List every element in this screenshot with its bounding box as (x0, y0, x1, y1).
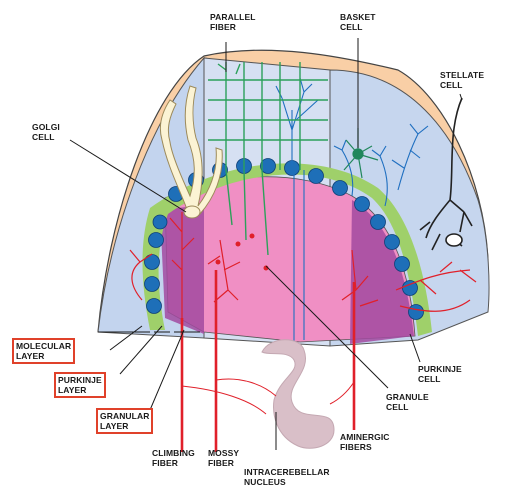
golgi-cell-label: GOLGI CELL (32, 122, 60, 142)
molecular-layer-label: MOLECULAR LAYER (12, 338, 75, 364)
granule-cell-label: GRANULE CELL (386, 392, 429, 412)
stellate-cell-label: STELLATE CELL (440, 70, 484, 90)
intracerebellar-nucleus-label: INTRACEREBELLAR NUCLEUS (244, 467, 330, 487)
purkinje-cell-label: PURKINJE CELL (418, 364, 462, 384)
climbing-fiber-label: CLIMBING FIBER (152, 448, 195, 468)
purkinje-layer-label: PURKINJE LAYER (54, 372, 106, 398)
parallel-fiber-label: PARALLEL FIBER (210, 12, 256, 32)
nucleus-collaterals (182, 379, 354, 414)
mossy-fiber-label: MOSSY FIBER (208, 448, 239, 468)
basket-cell-label: BASKET CELL (340, 12, 376, 32)
aminergic-fibers-label: AMINERGIC FIBERS (340, 432, 390, 452)
granular-layer-label: GRANULAR LAYER (96, 408, 153, 434)
